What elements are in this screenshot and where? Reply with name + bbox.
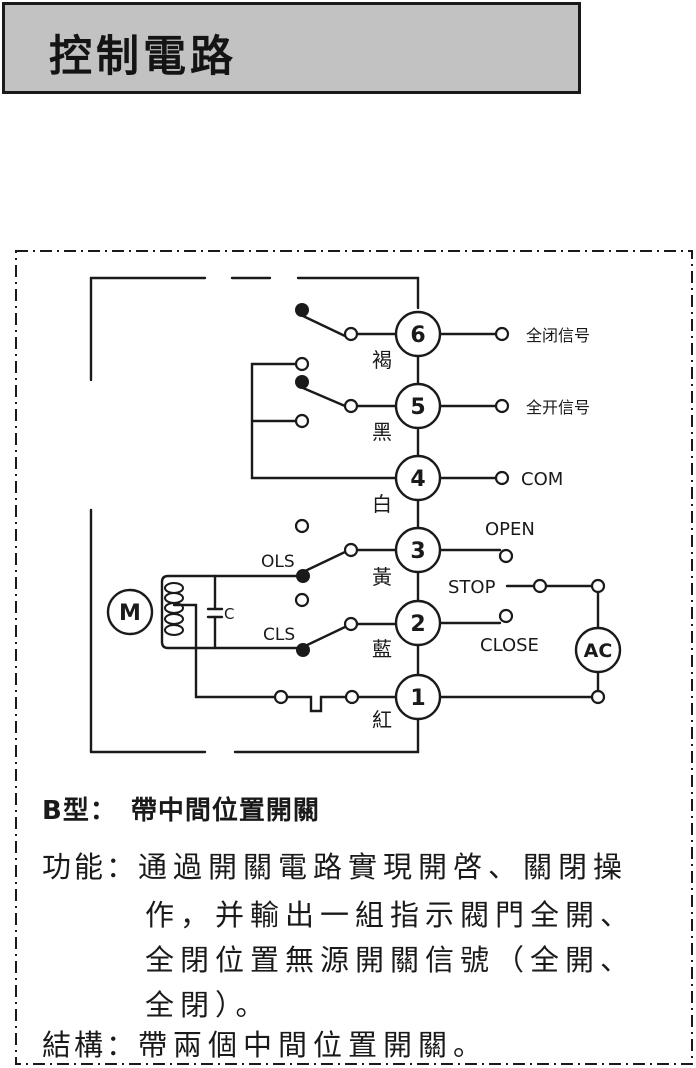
function-line-1: 功能：通過開關電路實現開啓、關閉操 xyxy=(42,844,628,886)
structure-line: 結構：帶兩個中間位置開關。 xyxy=(42,1022,488,1064)
ols-arm xyxy=(301,550,347,574)
wire-color-1: 紅 xyxy=(372,708,392,732)
function-label: 功能： xyxy=(42,850,139,884)
open-terminal xyxy=(498,548,514,564)
contact-5-closed xyxy=(295,375,309,389)
model-title: 帶中間位置開關 xyxy=(130,796,320,826)
function-text-2: 作，并輸出一組指示閥門全開、 xyxy=(145,898,636,932)
output-label-5: 全开信号 xyxy=(526,398,590,417)
ac-source-circle xyxy=(574,626,622,674)
thermal-protector xyxy=(285,695,348,713)
function-text-4: 全閉）。 xyxy=(145,988,271,1022)
stop-terminal xyxy=(532,578,548,594)
ols-label: OLS xyxy=(261,552,295,572)
stop-label: STOP xyxy=(448,577,496,598)
terminal-1-number: 1 xyxy=(410,686,425,711)
contact-com xyxy=(294,413,310,429)
terminal-6-circle xyxy=(394,310,442,358)
output-label-2: CLOSE xyxy=(480,635,539,656)
motor-label: M xyxy=(119,601,141,626)
header-banner: 控制電路 xyxy=(2,2,581,94)
structure-text: 帶兩個中間位置開關。 xyxy=(138,1028,489,1062)
ols-open-contact xyxy=(294,518,310,534)
cls-pivot xyxy=(343,616,359,632)
dash-dot-frame xyxy=(15,250,693,1065)
contact-6-pivot xyxy=(343,326,359,342)
capacitor-label: C xyxy=(224,605,234,623)
terminal-6-number: 6 xyxy=(410,323,425,348)
model-label: B型： xyxy=(42,796,117,826)
cls-open-contact xyxy=(294,592,310,608)
wire-color-5: 黑 xyxy=(372,420,392,444)
output-label-4: COM xyxy=(521,469,563,490)
switch-5-arm xyxy=(301,386,347,408)
function-text-3: 全閉位置無源開關信號（全開、 xyxy=(145,943,636,977)
outer-loop-top-right xyxy=(296,276,420,310)
wire-color-2: 藍 xyxy=(372,637,392,661)
terminal-4-circle xyxy=(394,454,442,502)
ac-bottom-terminal xyxy=(590,689,606,705)
out-5-terminal xyxy=(494,398,510,414)
outer-loop-top-left xyxy=(89,276,207,382)
wire-color-4: 白 xyxy=(372,492,392,516)
wire-color-6: 褐 xyxy=(372,348,392,372)
coil-turn xyxy=(164,582,184,594)
close-terminal xyxy=(498,608,514,624)
coil-turn xyxy=(164,613,184,625)
switch-6-arm xyxy=(301,314,347,338)
ols-closed-contact xyxy=(296,569,310,583)
terminal-4-number: 4 xyxy=(410,467,425,492)
out-4-terminal xyxy=(494,470,510,486)
coil-turn xyxy=(164,592,184,604)
cls-label: CLS xyxy=(263,625,295,645)
outer-loop-bottom-right xyxy=(233,716,420,754)
protector-right-terminal xyxy=(344,689,360,705)
winding-center-tap xyxy=(172,603,279,699)
structure-label: 結構： xyxy=(42,1028,139,1062)
model-heading: B型： 帶中間位置開關 xyxy=(42,790,320,827)
function-text-1: 通過開關電路實現開啓、關閉操 xyxy=(138,850,629,884)
terminal-2-number: 2 xyxy=(410,612,425,637)
contact-6-closed xyxy=(295,303,309,317)
cls-arm xyxy=(301,625,347,649)
terminal-2-circle xyxy=(394,599,442,647)
winding-loop xyxy=(160,574,302,650)
terminal-1-circle xyxy=(394,673,442,721)
motor-coil xyxy=(164,582,184,636)
ols-pivot xyxy=(343,542,359,558)
terminal-5-circle xyxy=(394,382,442,430)
protector-left-terminal xyxy=(273,689,289,705)
contact-5-pivot xyxy=(343,398,359,414)
ac-label: AC xyxy=(584,640,613,662)
ac-top-terminal xyxy=(590,578,606,594)
terminal-5-number: 5 xyxy=(410,395,425,420)
page-title: 控制電路 xyxy=(49,32,237,82)
contact-5-nc xyxy=(294,356,310,372)
terminal-3-circle xyxy=(394,526,442,574)
wire-color-3: 黃 xyxy=(372,565,392,589)
out-6-terminal xyxy=(494,326,510,342)
cls-closed-contact xyxy=(296,643,310,657)
output-label-3: OPEN xyxy=(485,519,535,540)
terminal-3-number: 3 xyxy=(410,539,425,564)
output-label-6: 全闭信号 xyxy=(526,326,590,345)
motor-circle xyxy=(106,588,154,636)
coil-turn xyxy=(164,624,184,636)
